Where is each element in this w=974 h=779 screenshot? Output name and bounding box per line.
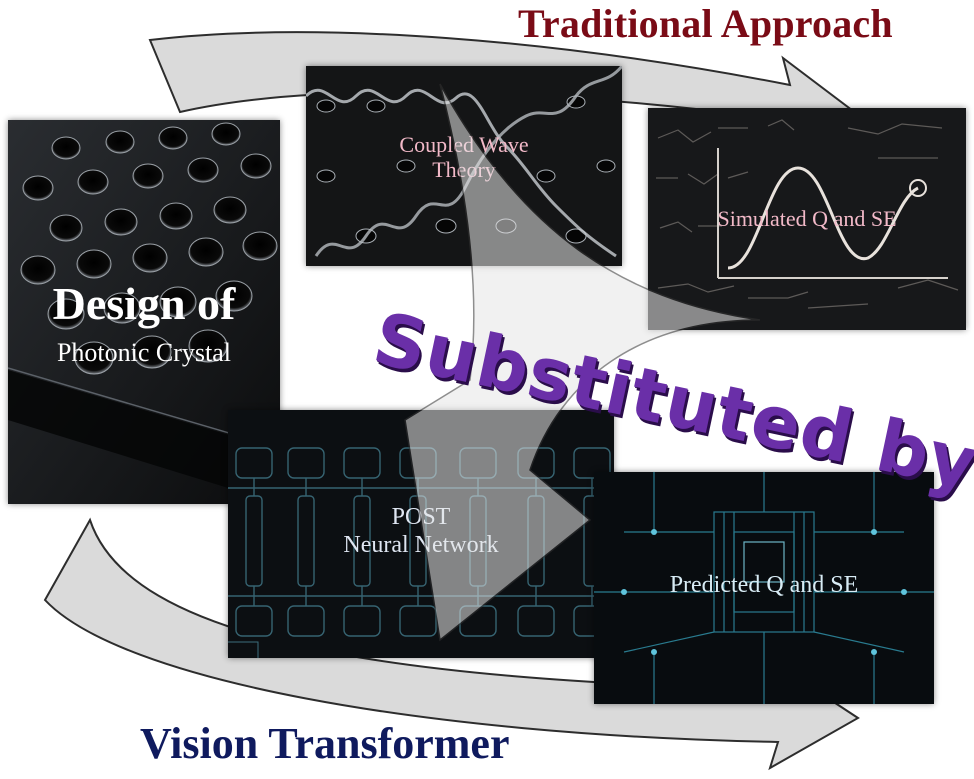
processor-chip-icon	[594, 472, 934, 704]
photonic-crystal-subtitle: Photonic Crystal	[56, 338, 232, 367]
vision-transformer-title: Vision Transformer	[140, 719, 510, 768]
coupled-wave-icon	[306, 66, 622, 266]
predicted-q-label: Predicted Q and SE	[669, 572, 859, 598]
design-of-title: Design of	[52, 278, 236, 329]
simulated-q-label: Simulated Q and SE	[717, 206, 897, 231]
simulated-q-panel: Simulated Q and SE	[648, 108, 966, 330]
photonic-crystal-panel: Design of Photonic Crystal	[8, 120, 280, 504]
predicted-q-panel: Predicted Q and SE	[594, 472, 934, 704]
equation-plot-icon	[648, 108, 966, 330]
traditional-approach-title: Traditional Approach	[518, 1, 893, 46]
